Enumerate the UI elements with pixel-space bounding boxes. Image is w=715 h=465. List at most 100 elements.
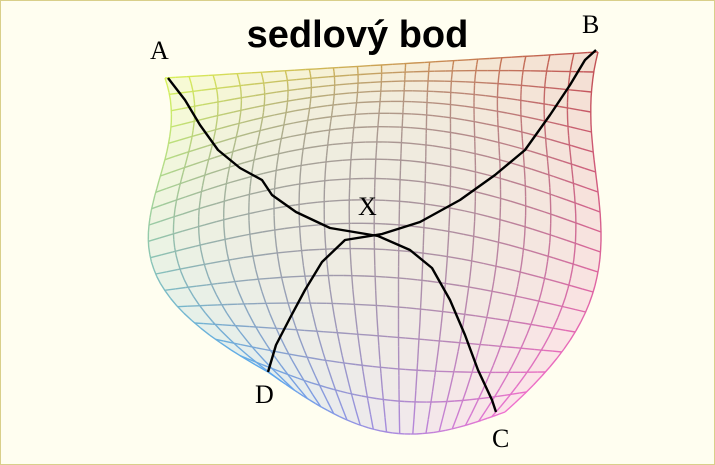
mesh-line-s — [420, 161, 432, 165]
mesh-line-t — [331, 379, 338, 394]
mesh-line-s — [202, 116, 214, 120]
surface-patch — [538, 278, 569, 307]
mesh-line-t — [325, 148, 329, 156]
mesh-line-t — [273, 354, 283, 367]
mesh-line-s — [297, 355, 307, 358]
mesh-line-t — [205, 163, 209, 172]
mesh-line-t — [192, 296, 200, 306]
surface-patch — [164, 136, 193, 160]
mesh-line-s — [469, 286, 481, 290]
surface-patch — [527, 350, 562, 373]
mesh-line-t — [326, 365, 333, 380]
surface-patch — [288, 354, 320, 386]
surface-patch — [165, 76, 193, 95]
mesh-line-s — [283, 204, 296, 208]
mesh-line-s — [582, 288, 594, 293]
mesh-line-s — [263, 114, 275, 118]
mesh-line-s — [505, 267, 517, 272]
mesh-line-t — [324, 241, 327, 254]
mesh-line-s — [385, 199, 398, 202]
mesh-line-t — [338, 341, 343, 356]
mesh-line-t — [261, 290, 267, 303]
mesh-line-t — [351, 276, 354, 290]
mesh-line-s — [588, 247, 601, 253]
mesh-line-s — [421, 127, 433, 131]
mesh-line-s — [239, 132, 251, 137]
mesh-line-s — [580, 109, 591, 113]
mesh-line-s — [196, 188, 208, 194]
mesh-line-t — [290, 358, 299, 372]
mesh-line-s — [540, 153, 553, 159]
mesh-line-s — [454, 399, 463, 402]
mesh-line-s — [432, 102, 444, 105]
mesh-line-t — [156, 180, 160, 189]
mesh-line-s — [297, 163, 309, 167]
mesh-line-s — [422, 101, 433, 104]
mesh-line-t — [215, 117, 219, 125]
mesh-line-s — [359, 90, 371, 93]
mesh-line-s — [334, 127, 346, 131]
surface-patch — [496, 242, 524, 272]
surface-patch — [567, 89, 592, 112]
mesh-line-t — [356, 329, 360, 344]
mesh-line-s — [388, 367, 398, 370]
surface-patch — [378, 113, 403, 128]
mesh-line-s — [454, 148, 466, 153]
mesh-line-s — [534, 348, 544, 351]
mesh-line-t — [214, 80, 217, 88]
mesh-line-s — [310, 145, 322, 149]
mesh-line-s — [549, 121, 560, 126]
surface-patch — [199, 304, 236, 326]
surface-patch — [531, 301, 563, 329]
mesh-line-s — [411, 113, 422, 116]
mesh-line-s — [164, 76, 176, 79]
mesh-line-s — [279, 135, 292, 140]
surface-patch — [450, 117, 475, 137]
mesh-line-t — [591, 285, 596, 296]
mesh-line-s — [432, 129, 444, 132]
mesh-line-t — [486, 304, 491, 317]
mesh-line-s — [486, 138, 498, 143]
mesh-line-t — [376, 131, 379, 139]
mesh-line-s — [530, 150, 542, 156]
mesh-line-s — [182, 227, 194, 232]
mesh-line-t — [256, 135, 260, 143]
surface-patch — [355, 101, 380, 115]
mesh-line-s — [172, 248, 185, 253]
mesh-line-s — [392, 63, 404, 65]
mesh-line-s — [566, 239, 579, 245]
mesh-line-s — [580, 90, 592, 93]
mesh-line-s — [243, 83, 255, 86]
surface-patch — [351, 275, 377, 306]
mesh-line-t — [464, 300, 468, 314]
mesh-line-s — [370, 81, 382, 84]
mesh-line-s — [212, 113, 224, 118]
mesh-line-t — [238, 292, 245, 304]
mesh-line-s — [433, 90, 444, 93]
mesh-line-t — [379, 359, 382, 374]
mesh-line-t — [590, 87, 593, 98]
surface-patch — [352, 126, 378, 143]
mesh-line-t — [248, 220, 251, 231]
mesh-line-s — [571, 285, 583, 290]
mesh-line-t — [273, 324, 281, 337]
mesh-line-t — [439, 323, 443, 337]
surface-patch — [415, 370, 436, 403]
mesh-line-t — [452, 60, 455, 66]
mesh-line-t — [322, 352, 329, 367]
mesh-line-t — [297, 387, 309, 400]
mesh-line-t — [557, 307, 563, 318]
mesh-line-t — [419, 294, 422, 308]
mesh-line-s — [356, 423, 364, 427]
mesh-line-t — [595, 177, 599, 188]
mesh-line-s — [166, 183, 179, 190]
mesh-line-s — [239, 193, 251, 198]
surface-patch — [198, 219, 225, 246]
surface-patch — [333, 66, 358, 77]
surface-patch — [184, 144, 213, 168]
mesh-line-s — [340, 390, 348, 394]
mesh-line-s — [570, 126, 582, 131]
surface-patch — [225, 234, 253, 260]
mesh-line-s — [442, 340, 452, 343]
mesh-line-s — [576, 51, 588, 54]
